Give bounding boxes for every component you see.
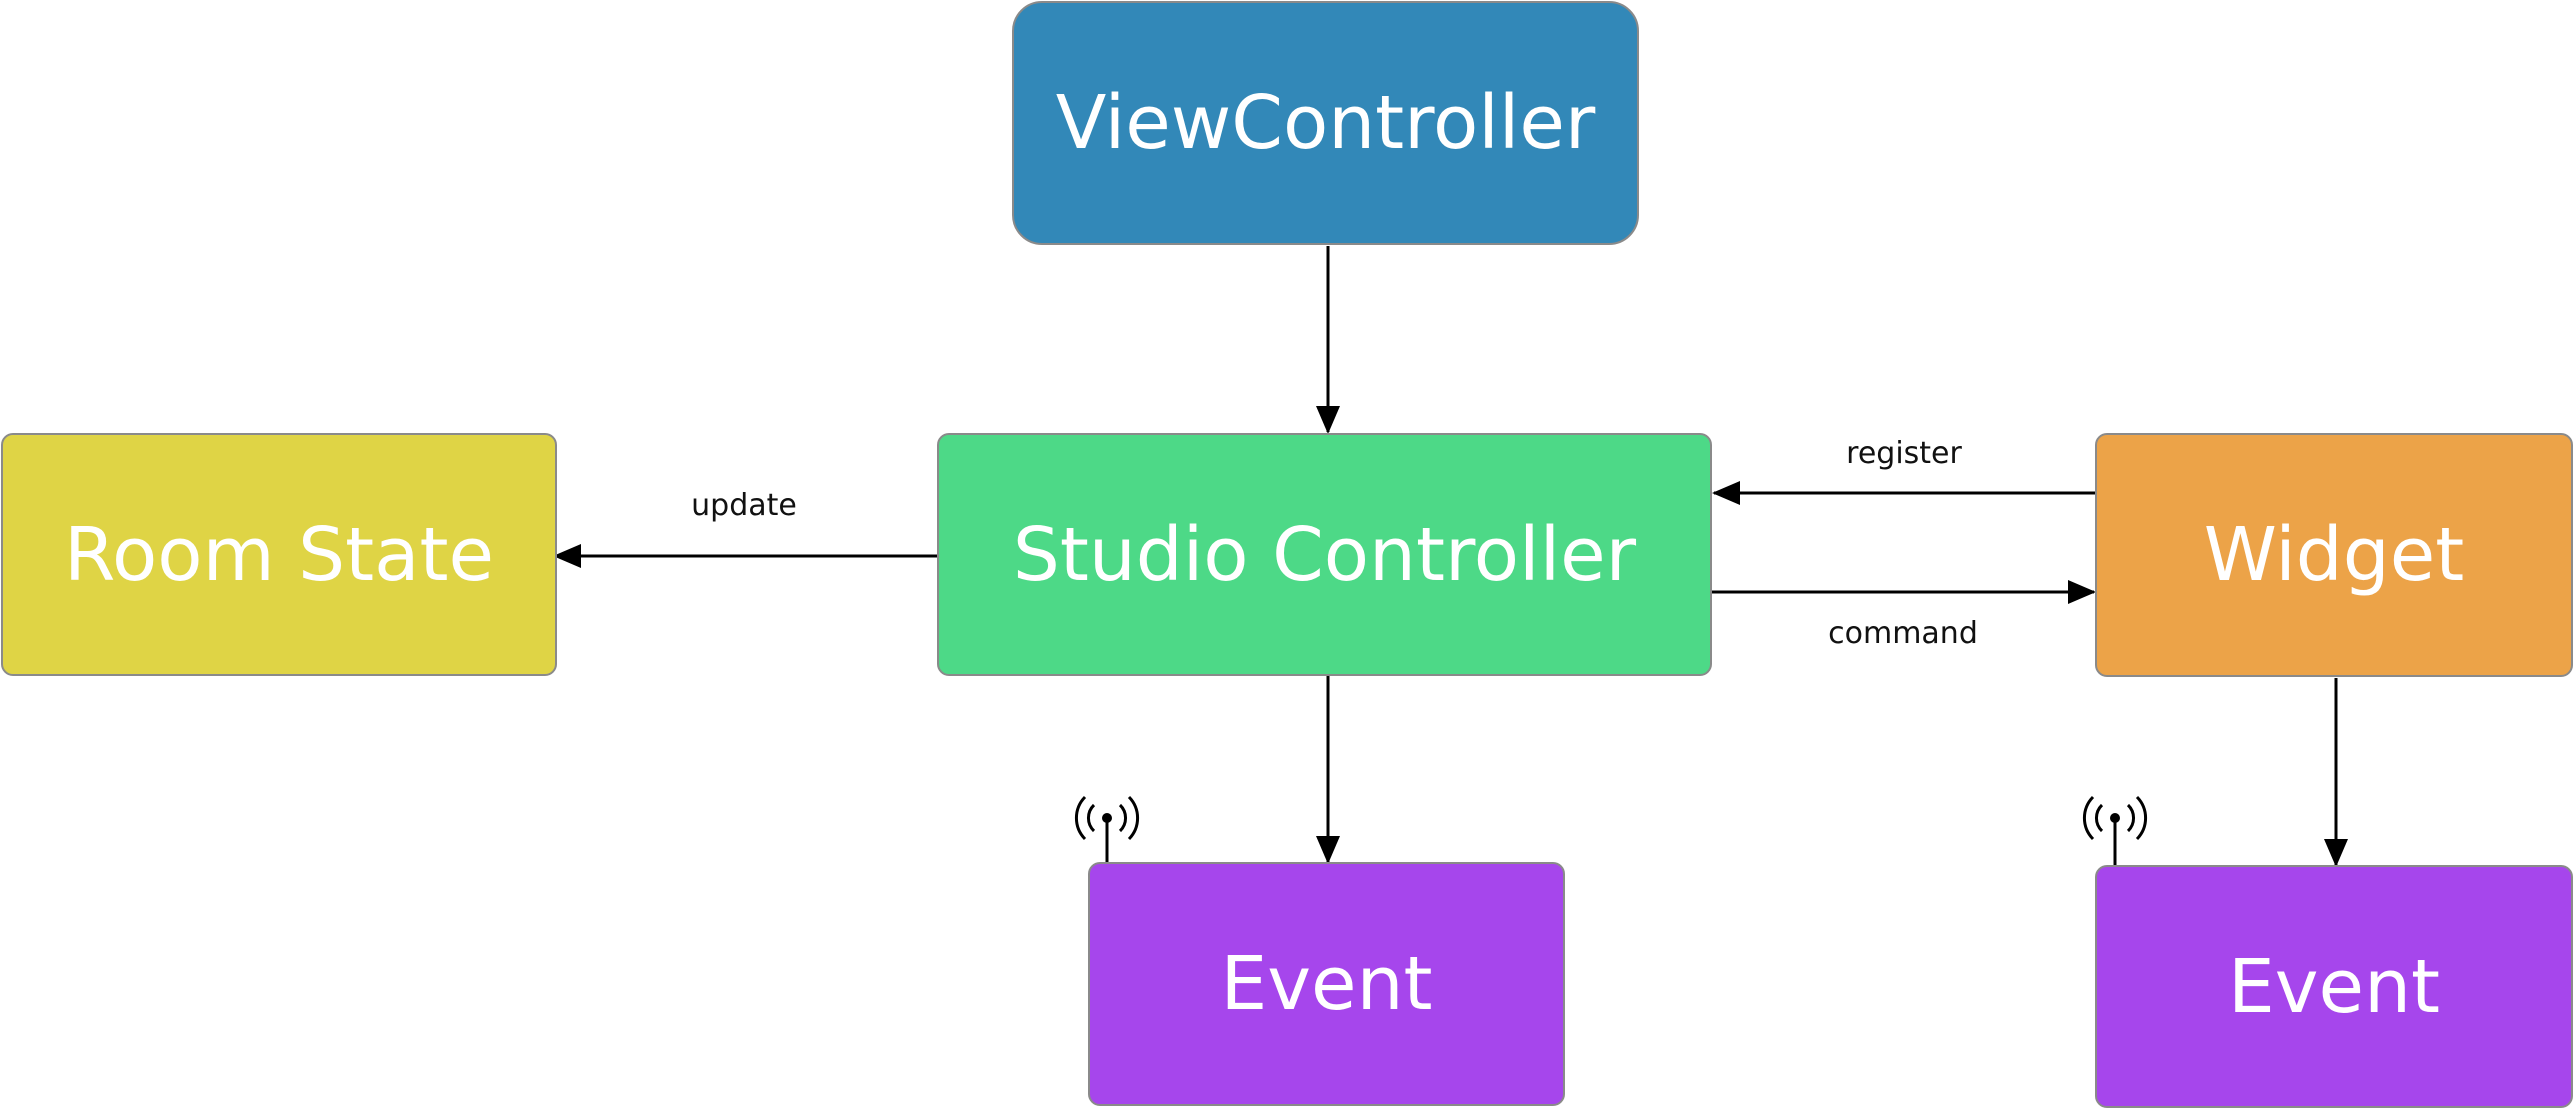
event-node-left: Event	[1088, 862, 1565, 1106]
room-state-label: Room State	[63, 511, 495, 598]
widget-node: Widget	[2095, 433, 2573, 677]
event-label: Event	[2228, 943, 2440, 1030]
edge-label-update: update	[691, 488, 797, 523]
edge-label-register: register	[1846, 436, 1962, 471]
viewcontroller-label: ViewController	[1055, 80, 1596, 166]
edge-label-command: command	[1828, 616, 1978, 651]
broadcast-icon	[1074, 795, 1140, 864]
viewcontroller-node: ViewController	[1012, 1, 1639, 245]
event-node-right: Event	[2095, 865, 2573, 1108]
broadcast-icon	[2082, 795, 2148, 866]
event-label: Event	[1220, 941, 1433, 1027]
studio-controller-label: Studio Controller	[1012, 511, 1637, 598]
widget-label: Widget	[2203, 512, 2465, 598]
studio-controller-node: Studio Controller	[937, 433, 1712, 676]
room-state-node: Room State	[1, 433, 557, 676]
